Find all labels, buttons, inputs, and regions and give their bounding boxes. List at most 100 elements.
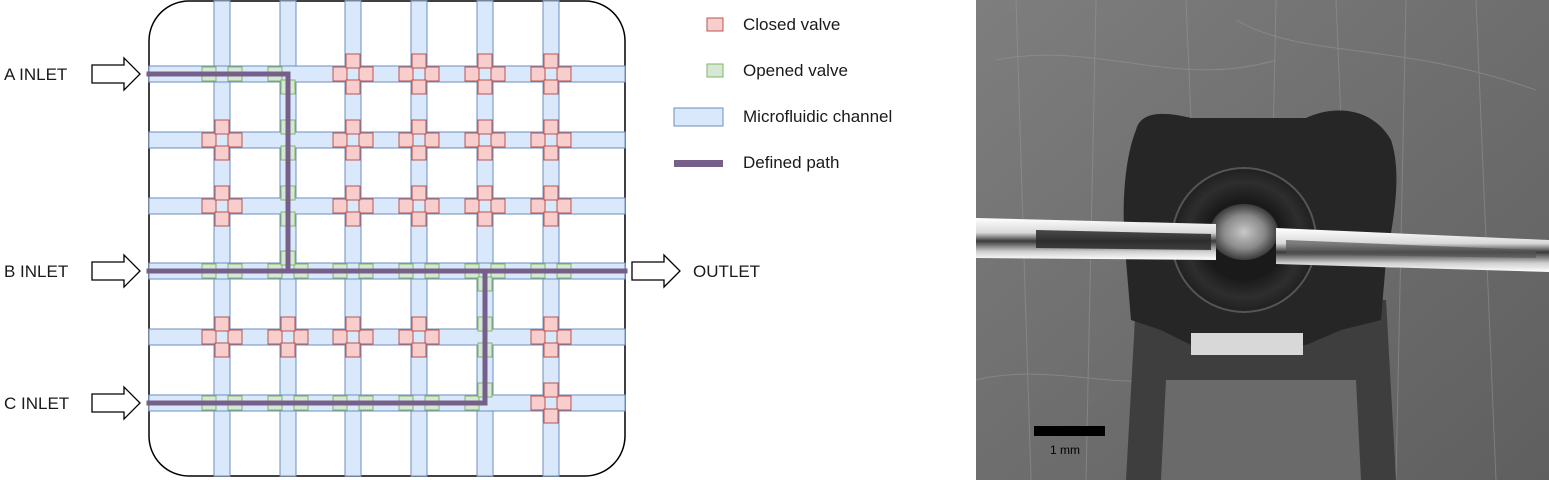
closed-valve [424,66,440,82]
path-a [146,71,291,274]
closed-valve [543,53,559,69]
defined-paths [146,71,628,406]
closed-valve [543,145,559,161]
closed-valve [214,185,230,201]
closed-valve [556,198,572,214]
chamber-center [1210,204,1278,260]
closed-valve [411,211,427,227]
chamber-window [1191,333,1303,355]
inlet-c: C INLET [4,385,141,421]
legend-path-swatch [674,160,723,167]
closed-valve [530,132,546,148]
closed-valve [345,79,361,95]
closed-valve [543,342,559,358]
closed-valve [530,395,546,411]
closed-valve [201,198,217,214]
closed-valve [358,198,374,214]
closed-valve [477,145,493,161]
closed-valve [358,132,374,148]
microfluidic-diagram: A INLET B INLET C INLET OUTLET Closed va… [4,0,892,477]
closed-valve [490,132,506,148]
closed-valve [214,316,230,332]
closed-valve [345,316,361,332]
closed-valve [411,119,427,135]
closed-valve [543,382,559,398]
closed-valve [543,316,559,332]
closed-valve [201,132,217,148]
closed-valve [477,53,493,69]
closed-valve [280,342,296,358]
outlet-label: OUTLET [693,262,760,281]
closed-valve [345,145,361,161]
closed-valve [345,53,361,69]
outlet: OUTLET [631,253,760,289]
closed-valve [530,329,546,345]
closed-valve [398,132,414,148]
closed-valve [424,329,440,345]
legend-channel-label: Microfluidic channel [743,107,892,126]
legend-path-label: Defined path [743,153,839,172]
closed-valve [464,132,480,148]
chip-outline [148,0,626,477]
closed-valve [543,119,559,135]
closed-valve [214,342,230,358]
outlet-arrow [631,253,681,289]
closed-valve [411,53,427,69]
scale-bar-label: 1 mm [1050,443,1080,457]
closed-valve [358,329,374,345]
closed-valve [424,132,440,148]
legend-channel-swatch [673,107,724,127]
closed-valve [543,79,559,95]
closed-valve [411,79,427,95]
h-channel [148,197,626,215]
legend-opened-label: Opened valve [743,61,848,80]
closed-valve [477,119,493,135]
closed-valve [411,185,427,201]
closed-valve [345,342,361,358]
closed-valve [332,198,348,214]
closed-valve [214,211,230,227]
legend: Closed valve Opened valve Microfluidic c… [673,15,892,172]
inlet-b: B INLET [4,253,141,289]
closed-valve [543,185,559,201]
closed-valve [530,198,546,214]
closed-valve [227,198,243,214]
legend-opened-swatch [706,63,724,78]
closed-valve [490,66,506,82]
closed-valve [411,145,427,161]
inlet-a: A INLET [4,56,141,92]
valves [201,53,572,424]
closed-valve [214,145,230,161]
scale-bar [1034,426,1105,436]
device-micrograph: 1 mm [976,0,1549,480]
closed-valve [411,316,427,332]
closed-valve [227,329,243,345]
closed-valve [556,395,572,411]
closed-valve [398,329,414,345]
legend-closed-label: Closed valve [743,15,840,34]
inlet-b-arrow [91,253,141,289]
legend-closed-swatch [706,17,724,32]
closed-valve [464,66,480,82]
closed-valve [332,66,348,82]
closed-valve [477,185,493,201]
closed-valve [477,211,493,227]
closed-valve [464,198,480,214]
closed-valve [280,316,296,332]
closed-valve [201,329,217,345]
closed-valve [477,79,493,95]
inlet-b-label: B INLET [4,262,68,281]
closed-valve [543,408,559,424]
h-channel [148,131,626,149]
tube-left-core [1036,230,1211,250]
closed-valve [490,198,506,214]
closed-valve [543,211,559,227]
micrograph-image: 1 mm [976,0,1549,480]
inlet-a-arrow [91,56,141,92]
closed-valve [358,66,374,82]
inlet-a-label: A INLET [4,65,67,84]
closed-valve [332,329,348,345]
closed-valve [398,198,414,214]
closed-valve [345,211,361,227]
